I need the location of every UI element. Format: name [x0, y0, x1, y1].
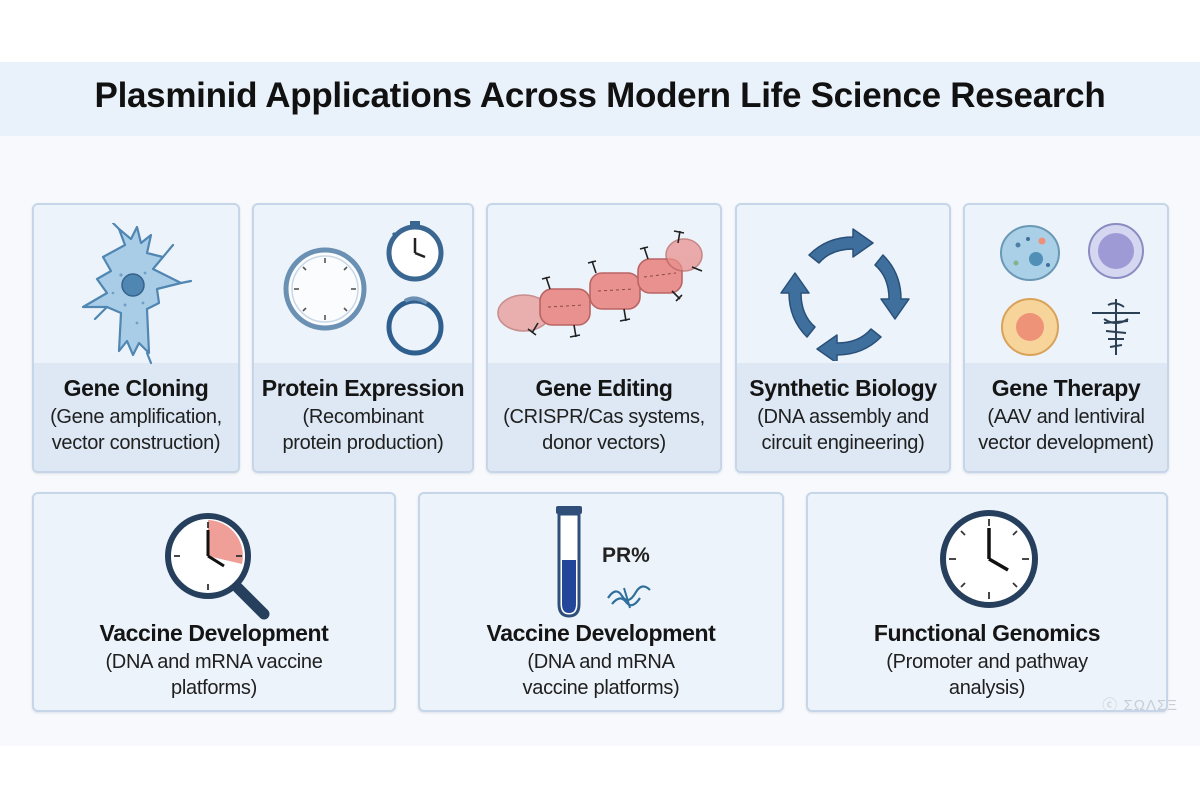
test-tube-icon — [556, 506, 651, 618]
card-vaccine-development-2: PR% Vaccine Development (DNA and mRNA va… — [418, 492, 784, 712]
card-subtitle: (Promoter and pathway analysis) — [886, 651, 1088, 699]
card-title: Gene Therapy — [991, 375, 1141, 401]
card-title: Gene Cloning — [63, 375, 209, 401]
dna-chain-icon — [497, 230, 703, 338]
card-subtitle: (DNA and mRNA vaccine platforms) — [522, 651, 680, 699]
cells-gene-icon — [1000, 223, 1144, 356]
card-subtitle: (CRISPR/Cas systems, donor vectors) — [503, 406, 705, 454]
card-synthetic-biology: Synthetic Biology (DNA assembly and circ… — [735, 203, 951, 473]
watermark: ⓒ ΣΩΛΣΞ — [1102, 697, 1178, 714]
card-subtitle: (Recombinant protein production) — [282, 406, 444, 454]
card-subtitle: (DNA and mRNA vaccine platforms) — [105, 651, 323, 699]
page-title: Plasminid Applications Across Modern Lif… — [94, 76, 1106, 115]
card-subtitle: (AAV and lentiviral vector development) — [978, 406, 1154, 454]
card-subtitle: (Gene amplification, vector construction… — [50, 406, 222, 454]
card-gene-therapy: Gene Therapy (AAV and lentiviral vector … — [963, 203, 1169, 473]
cell-icon — [81, 223, 193, 365]
clock-icon — [940, 510, 1038, 608]
card-title: Gene Editing — [535, 375, 673, 401]
card-title: Vaccine Development — [99, 620, 329, 646]
cycle-arrows-icon — [780, 228, 910, 361]
card-protein-expression: Protein Expression (Recombinant protein … — [252, 203, 474, 473]
header-band — [0, 62, 1200, 136]
card-title: Synthetic Biology — [749, 375, 937, 401]
clock-magnifier-icon — [165, 513, 270, 620]
card-title: Functional Genomics — [873, 620, 1101, 646]
card-vaccine-development-1: Vaccine Development (DNA and mRNA vaccin… — [32, 492, 396, 712]
card-title: Vaccine Development — [486, 620, 716, 646]
card-gene-editing: Gene Editing (CRISPR/Cas systems, donor … — [486, 203, 722, 473]
timer-plasmid-icon — [283, 221, 444, 356]
card-functional-genomics: Functional Genomics (Promoter and pathwa… — [806, 492, 1168, 712]
card-gene-cloning: Gene Cloning (Gene amplification, vector… — [32, 203, 240, 473]
tube-label: PR% — [602, 544, 650, 567]
card-title: Protein Expression — [261, 375, 465, 401]
card-subtitle: (DNA assembly and circuit engineering) — [757, 406, 929, 454]
